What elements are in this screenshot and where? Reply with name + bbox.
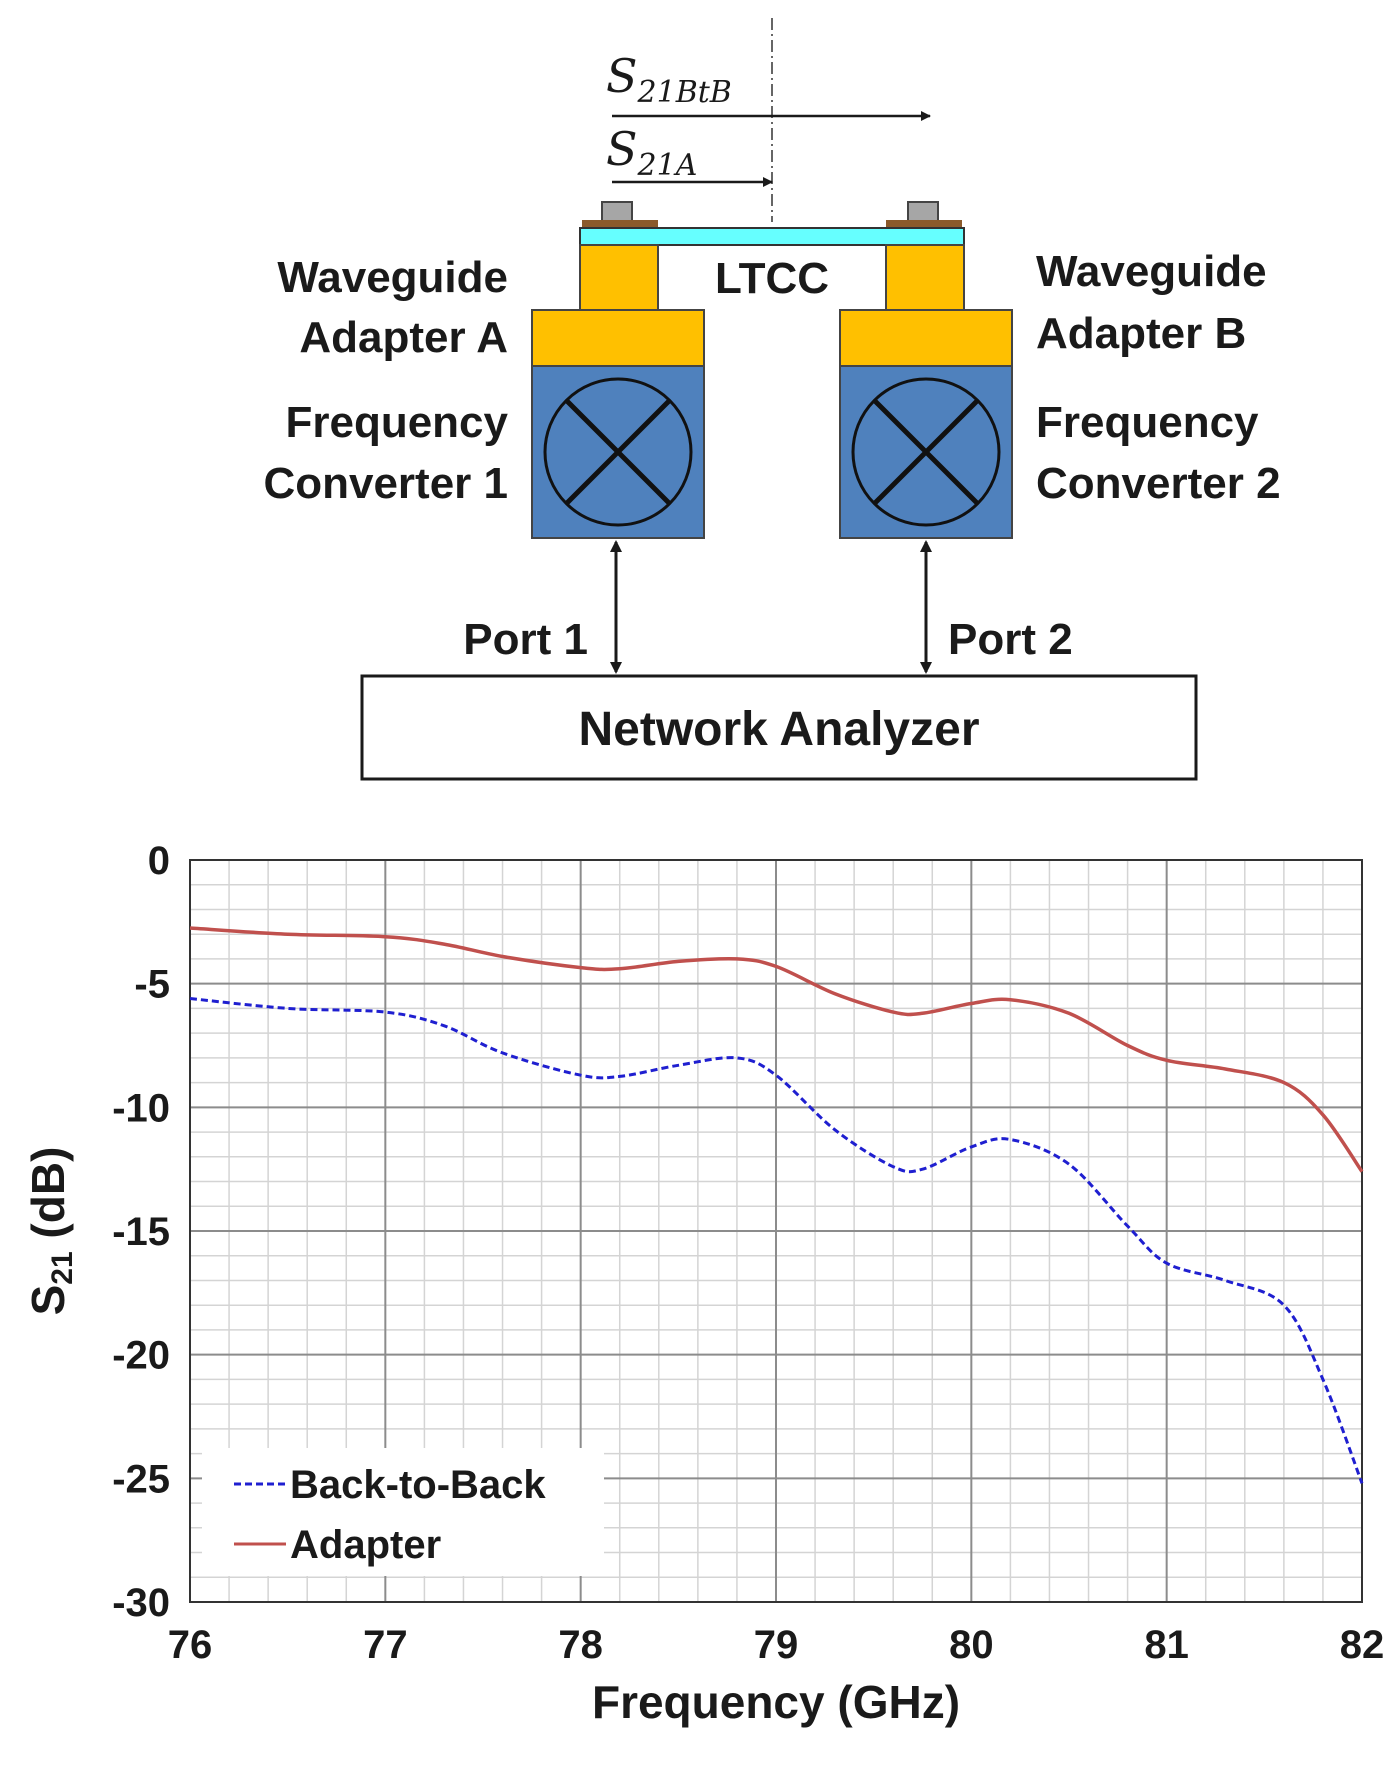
adapter-a-neck [579, 244, 659, 311]
x-axis-label: Frequency (GHz) [592, 1676, 960, 1728]
s21btb-label: S21BtB [606, 49, 732, 110]
adapter-b-label-line2: Adapter B [1036, 309, 1246, 358]
legend-label-adapter: Adapter [290, 1523, 441, 1567]
y-tick-label: -25 [112, 1457, 170, 1501]
legend-box [202, 1448, 604, 1576]
port-1-label: Port 1 [463, 615, 588, 664]
converter-2-label-line1: Frequency [1036, 398, 1259, 447]
adapter-b-body [839, 309, 1013, 367]
x-tick-label: 81 [1144, 1623, 1189, 1667]
series-line-back-to-back [189, 997, 1364, 1484]
x-tick-labels: 76 77 78 79 80 81 82 [168, 1623, 1385, 1667]
adapter-a-label-line2: Adapter A [299, 313, 508, 362]
y-tick-label: 0 [148, 839, 170, 883]
network-analyzer-box [360, 674, 1198, 781]
x-tick-label: 82 [1340, 1623, 1385, 1667]
y-tick-label: -30 [112, 1581, 170, 1625]
mixer-2-icon [851, 377, 1001, 527]
series-lines [189, 926, 1364, 1484]
y-axis-label: S21 (dB) [22, 1147, 79, 1316]
pad-a [582, 220, 658, 228]
plot-frame [189, 859, 1363, 1603]
adapter-b-neck [885, 244, 965, 311]
y-tick-label: -20 [112, 1334, 170, 1378]
s21-chart: 0 -5 -10 -15 -20 -25 -30 76 77 78 79 80 81 82 Freque… [22, 839, 1384, 1728]
converter-1-label-line1: Frequency [285, 398, 508, 447]
x-tick-label: 77 [363, 1623, 408, 1667]
connector-a [601, 201, 633, 223]
series-line-adapter [189, 926, 1364, 1173]
port-2-label: Port 2 [948, 615, 1073, 664]
connector-b [907, 201, 939, 223]
s21a-label: S21A [606, 122, 697, 183]
x-tick-label: 80 [949, 1623, 994, 1667]
adapter-b-label-line1: Waveguide [1036, 247, 1267, 296]
adapter-a-body [531, 309, 705, 367]
ltcc-label: LTCC [715, 254, 829, 303]
y-tick-label: -5 [134, 963, 170, 1007]
y-tick-label: -15 [112, 1210, 170, 1254]
adapter-a-label-line1: Waveguide [277, 253, 508, 302]
pad-b [886, 220, 962, 228]
y-tick-label: -10 [112, 1086, 170, 1130]
legend-label-back-to-back: Back-to-Back [290, 1463, 546, 1507]
x-tick-label: 79 [754, 1623, 799, 1667]
network-analyzer-label: Network Analyzer [578, 703, 979, 756]
x-tick-label: 76 [168, 1623, 213, 1667]
y-tick-labels: 0 -5 -10 -15 -20 -25 -30 [112, 839, 170, 1625]
test-setup-diagram: S21BtB S21A LTCC [263, 18, 1281, 781]
x-tick-label: 78 [558, 1623, 603, 1667]
legend: Back-to-Back Adapter [202, 1448, 604, 1576]
converter-1-label-line2: Converter 1 [263, 459, 508, 508]
converter-2-label-line2: Converter 2 [1036, 459, 1281, 508]
mixer-1-icon [543, 377, 693, 527]
ltcc-substrate [579, 227, 965, 246]
